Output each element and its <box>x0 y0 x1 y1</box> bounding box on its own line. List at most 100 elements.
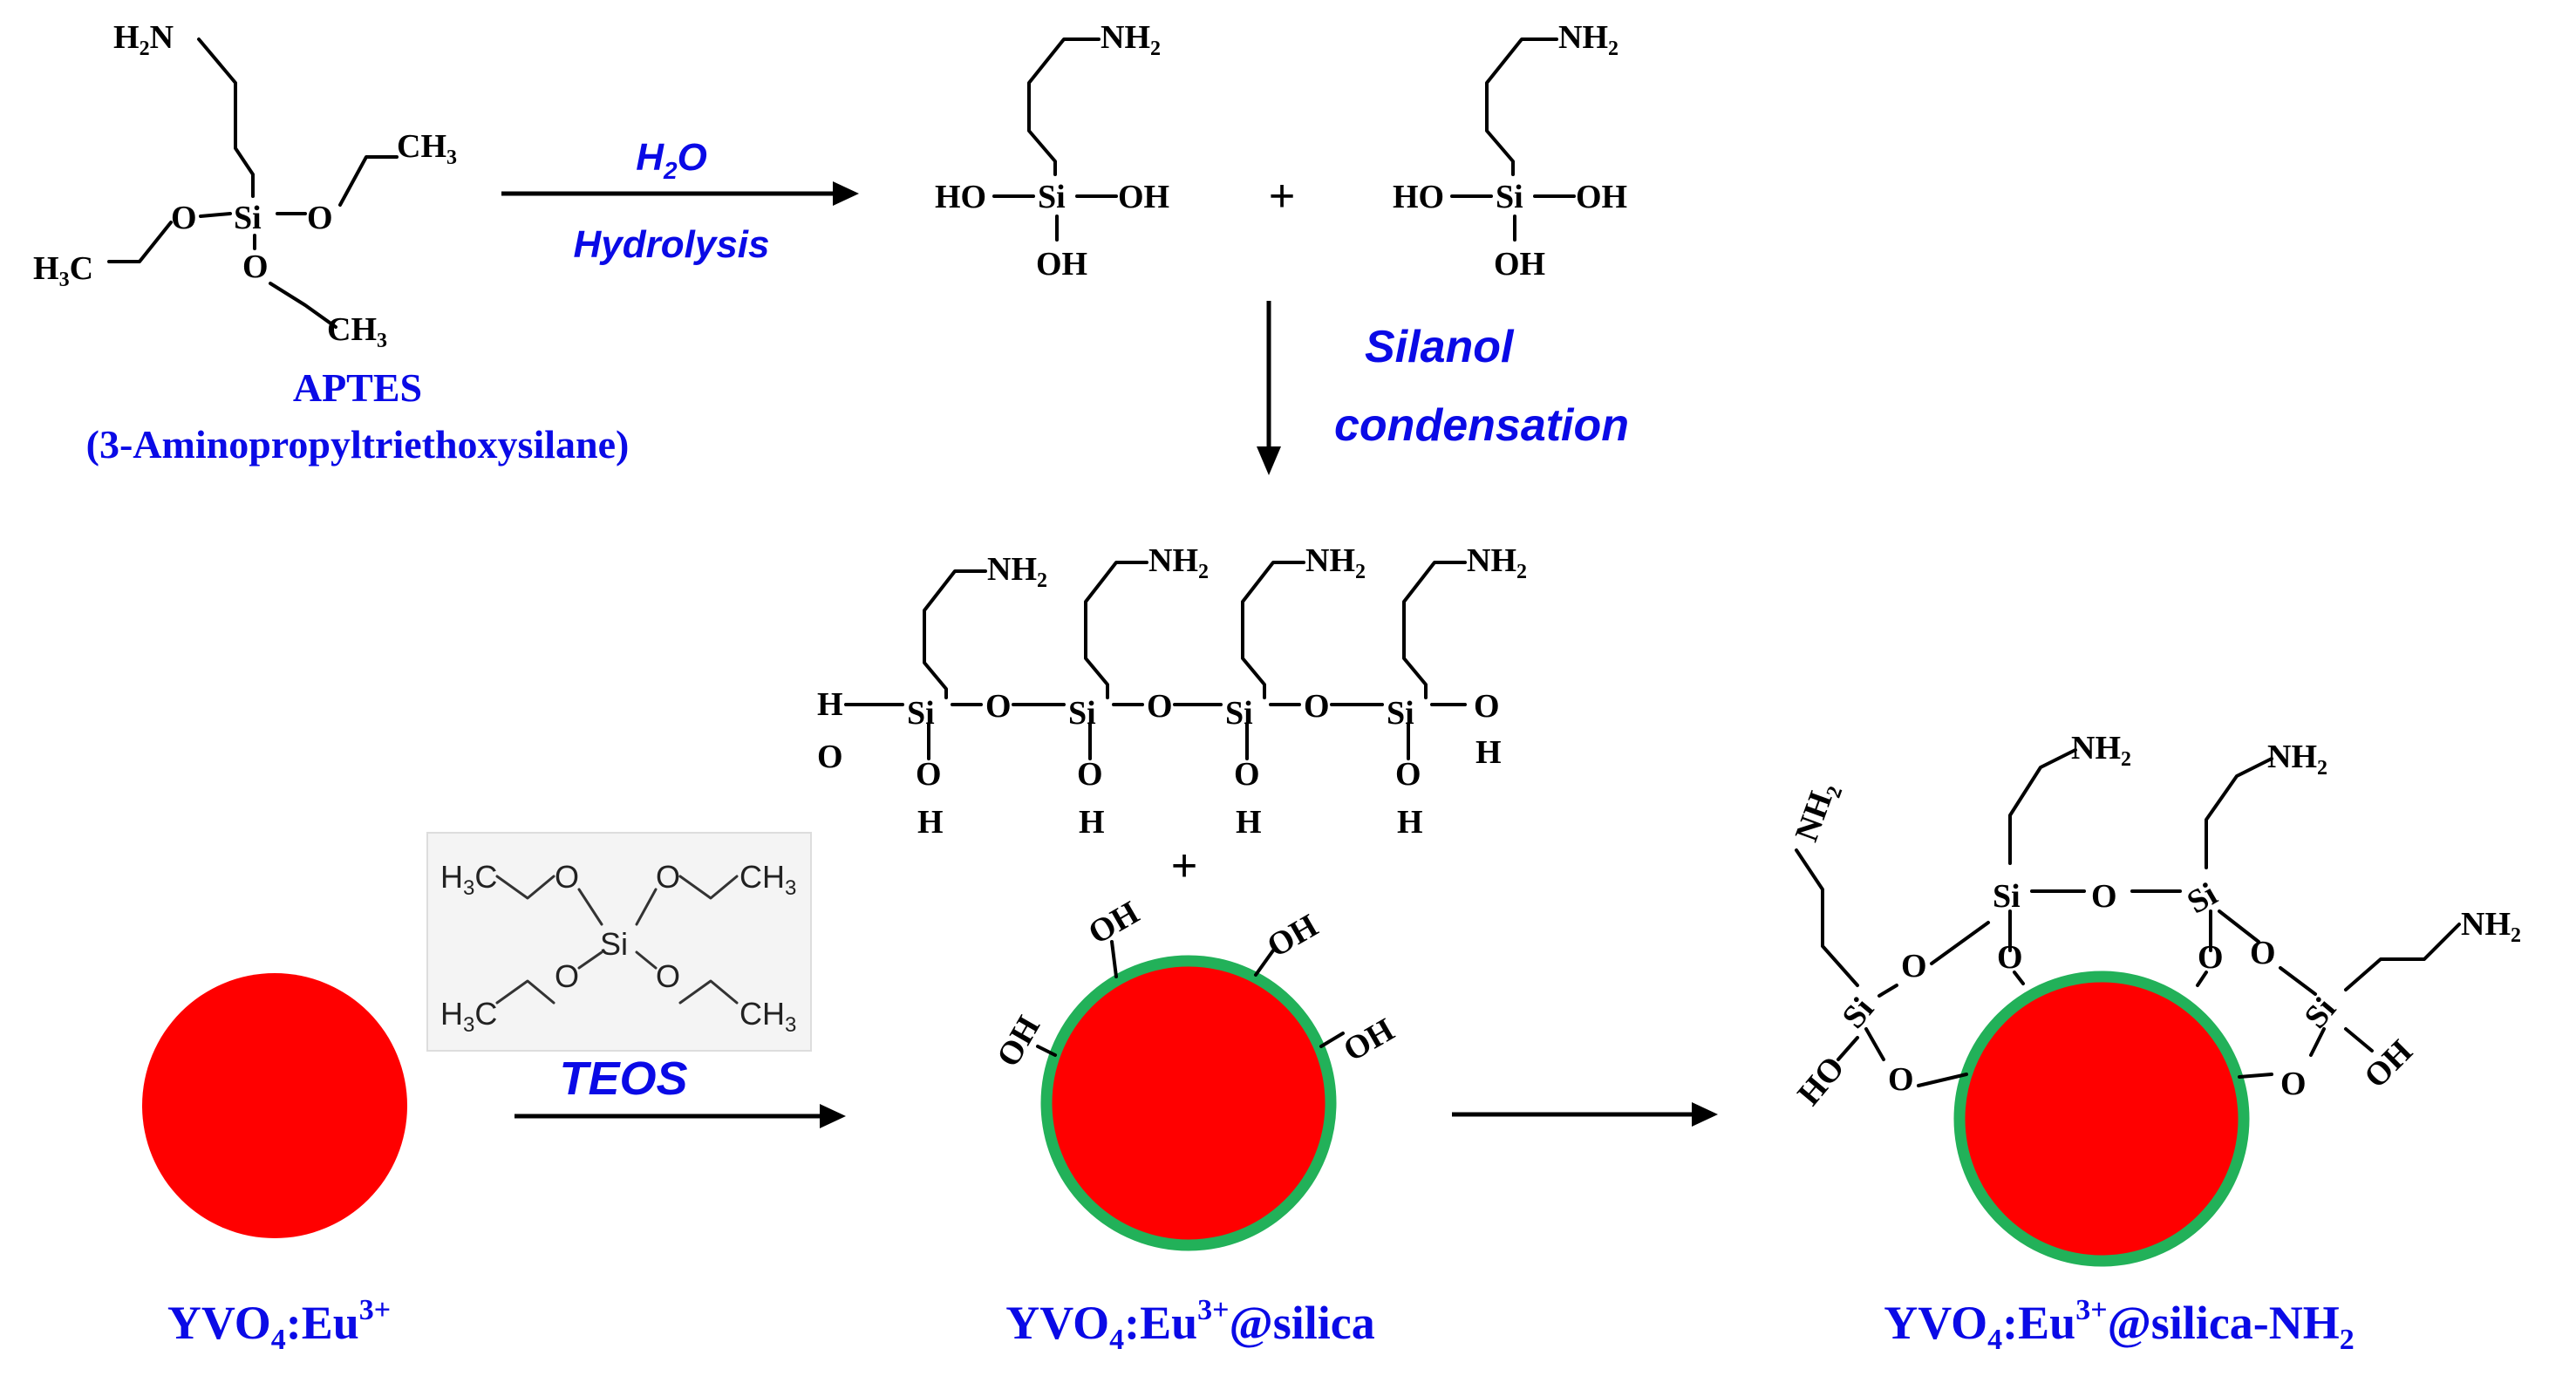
svg-text:CH3: CH3 <box>739 859 796 900</box>
condensation-line2: condensation <box>1334 400 1629 451</box>
svg-text:NH2: NH2 <box>1148 542 1209 583</box>
amine-o-3: O <box>2250 935 2276 971</box>
amine-o-5: O <box>2198 939 2224 976</box>
chain-o-3: O <box>1304 688 1330 725</box>
aptes-ch3-left-h: H <box>33 250 59 287</box>
functionalization-arrow <box>1452 1102 1718 1127</box>
chain-o-1: O <box>985 688 1012 725</box>
svg-text:H3C: H3C <box>33 250 93 291</box>
svg-text:H: H <box>917 804 944 841</box>
silanol2-nh: NH <box>1558 19 1608 56</box>
condensation-arrow <box>1257 301 1281 475</box>
aptes-si-label: Si <box>234 200 262 236</box>
chain-unit-1: NH2 Si O H <box>907 551 1047 841</box>
aptes-ch3-right-ch: CH <box>397 128 446 165</box>
hydrolysis-arrow <box>501 181 859 206</box>
aptes-n-label: N <box>150 19 174 56</box>
chain-h-right: H <box>1475 734 1502 771</box>
chain-unit-4: NH2 Si O H <box>1387 542 1527 841</box>
chain-h-left: H <box>817 686 843 723</box>
svg-text:CH3: CH3 <box>397 128 457 169</box>
hydrolysis-label: Hydrolysis <box>574 223 770 266</box>
core-label: YVO4:Eu3+ <box>167 1294 391 1356</box>
silanol1-ho: HO <box>935 179 986 215</box>
chain-o-right: O <box>1474 688 1500 725</box>
svg-text:CH3: CH3 <box>327 311 387 352</box>
teos-structure: H3C O Si O CH3 H3C O O CH3 <box>426 832 812 1052</box>
aptes-o-bottom: O <box>242 249 269 285</box>
silica-particle: OH OH OH OH <box>990 895 1400 1251</box>
silanol-2: NH2 Si HO OH OH <box>1393 19 1627 283</box>
silanol2-oh-bottom: OH <box>1494 246 1545 283</box>
aptes-full-name: (3-Aminopropyltriethoxysilane) <box>86 422 630 467</box>
aptes-ch3-bottom-sub: 3 <box>377 330 387 352</box>
aptes-h-sub: 2 <box>140 37 150 60</box>
chain-unit-2: NH2 Si O H <box>1068 542 1209 841</box>
amine-label: YVO4:Eu3+@silica-NH2 <box>1884 1294 2355 1356</box>
svg-text:H: H <box>1236 804 1262 841</box>
silanol1-oh-right: OH <box>1118 179 1169 215</box>
svg-text:H: H <box>1397 804 1423 841</box>
svg-text:O: O <box>656 958 680 994</box>
plus-sign-top: + <box>1269 171 1295 221</box>
chain-unit-3: NH2 Si O H <box>1225 542 1366 841</box>
silanol1-si: Si <box>1038 179 1066 215</box>
svg-text:NH2: NH2 <box>1305 542 1366 583</box>
condensed-chain: NH2 Si O H NH2 Si O H NH2 Si O H NH2 Si <box>817 542 1527 841</box>
svg-text:NH2: NH2 <box>1558 19 1619 60</box>
amine-o-1: O <box>1901 948 1927 984</box>
aptes-o-right: O <box>307 200 333 236</box>
amine-ho: HO <box>1790 1049 1851 1112</box>
svg-text:O: O <box>555 958 579 994</box>
teos-arrow <box>515 1104 846 1128</box>
svg-text:H3C: H3C <box>440 996 497 1037</box>
chain-o-left: O <box>817 739 843 775</box>
svg-text:NH2: NH2 <box>1789 777 1848 848</box>
amine-particle: Si O Si O Si O Si O O O O HO OH NH2 NH2 … <box>1789 730 2521 1267</box>
aptes-name: APTES <box>293 365 422 410</box>
svg-text:O: O <box>656 859 680 895</box>
svg-text:H: H <box>1079 804 1105 841</box>
silanol-1: NH2 Si HO OH OH <box>935 19 1169 283</box>
silanol2-ho: HO <box>1393 179 1444 215</box>
svg-text:NH2: NH2 <box>2267 739 2327 780</box>
amine-si-3: Si <box>2181 875 2223 921</box>
svg-text:NH2: NH2 <box>987 551 1047 592</box>
hydrolysis-reagent: H2O <box>636 136 707 184</box>
svg-text:CH3: CH3 <box>739 996 796 1037</box>
svg-text:O: O <box>555 859 579 895</box>
aptes-ch3-bottom-ch: CH <box>327 311 377 348</box>
silanol2-oh-right: OH <box>1576 179 1627 215</box>
plus-sign-middle: + <box>1171 841 1197 891</box>
svg-text:O: O <box>1395 756 1421 793</box>
core-particle <box>142 973 407 1238</box>
silanol1-oh-bottom: OH <box>1036 246 1087 283</box>
amine-si-1: Si <box>1836 991 1882 1035</box>
amine-o-2: O <box>2091 878 2117 915</box>
silanol1-nh-sub: 2 <box>1150 37 1161 60</box>
chain-o-2: O <box>1147 688 1173 725</box>
svg-text:O: O <box>916 756 942 793</box>
teos-label: TEOS <box>559 1052 687 1105</box>
svg-text:H2N: H2N <box>113 19 174 60</box>
aptes-h-label: H <box>113 19 140 56</box>
aptes-structure: H2N Si O H3C O CH3 O CH3 <box>33 19 457 352</box>
amine-o-6: O <box>1888 1061 1914 1098</box>
condensation-line1: Silanol <box>1365 322 1515 372</box>
silica-oh-1: OH <box>1082 895 1145 952</box>
svg-text:NH2: NH2 <box>1101 19 1161 60</box>
silica-oh-4: OH <box>1338 1012 1400 1069</box>
svg-text:NH2: NH2 <box>1467 542 1527 583</box>
svg-text:NH2: NH2 <box>2461 906 2521 947</box>
silica-label: YVO4:Eu3+@silica <box>1005 1294 1375 1356</box>
svg-text:NH2: NH2 <box>2071 730 2131 771</box>
aptes-ch3-right-sub: 3 <box>446 146 457 169</box>
amine-o-7: O <box>2280 1066 2307 1102</box>
svg-text:H3C: H3C <box>440 859 497 900</box>
silanol1-nh: NH <box>1101 19 1150 56</box>
svg-text:O: O <box>1077 756 1103 793</box>
amine-si-2: Si <box>1993 878 2021 915</box>
svg-text:O: O <box>1234 756 1260 793</box>
svg-text:Si: Si <box>600 926 628 962</box>
